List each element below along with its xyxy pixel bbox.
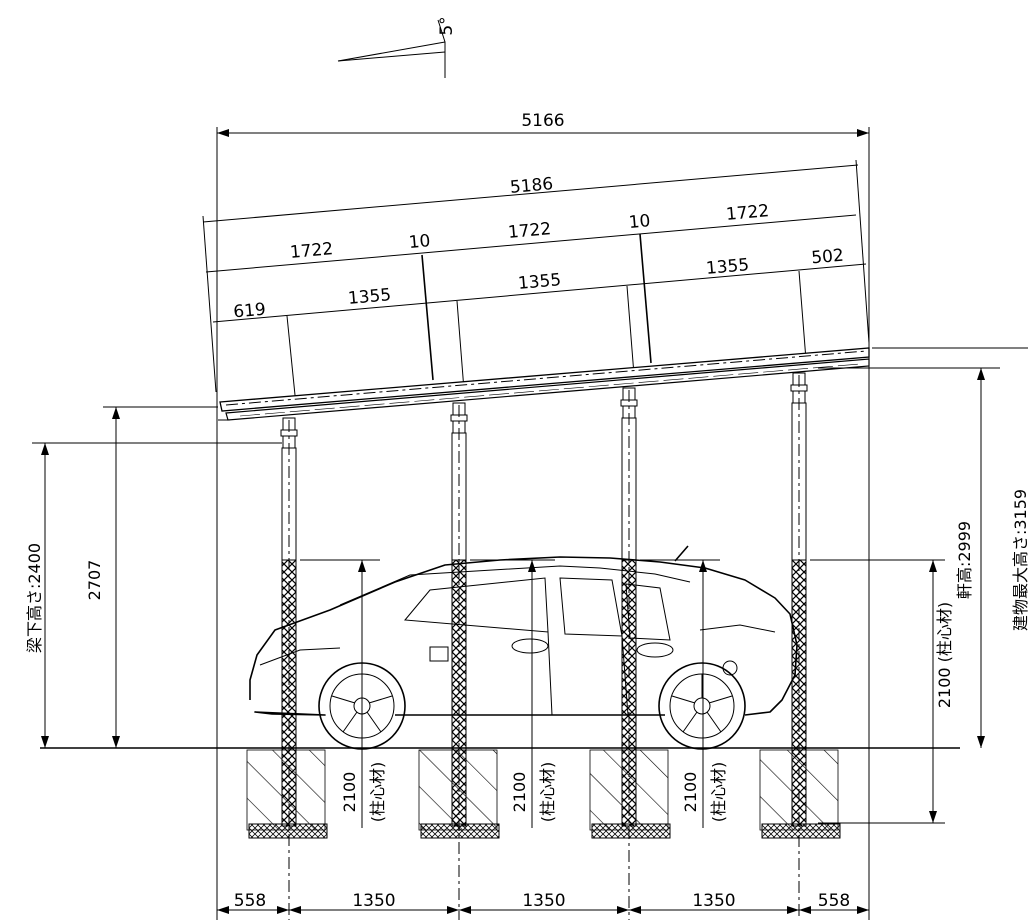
panel-span-2: 1722 bbox=[507, 219, 552, 243]
left-height-dimensions: 2707 梁下高さ:2400 bbox=[25, 406, 282, 748]
roof-length-label: 5186 bbox=[509, 174, 554, 198]
overall-width-label: 5166 bbox=[521, 111, 564, 131]
panel-gap-2: 10 bbox=[628, 211, 651, 233]
roof-angle-indicator: 5° bbox=[337, 16, 457, 78]
rafter-span-1: 619 bbox=[233, 300, 267, 323]
embed-depth-1-number: 2100 bbox=[340, 772, 359, 813]
right-height-dimensions: 軒高:2999 建物最大高さ:3159 2100 (柱心材) bbox=[810, 347, 1028, 824]
rafter-extension-lines bbox=[286, 233, 807, 406]
roof-panel bbox=[218, 347, 870, 421]
base-span-5: 558 bbox=[818, 891, 850, 911]
panel-span-1: 1722 bbox=[289, 239, 334, 263]
embed-length-label: 2100 (柱心材) bbox=[935, 602, 954, 708]
panel-span-3: 1722 bbox=[725, 201, 770, 225]
rafter-span-dimensions: 619 1355 1355 1355 502 bbox=[212, 246, 867, 323]
embed-depth-1-note: (柱心材) bbox=[368, 762, 387, 823]
rafter-span-5: 502 bbox=[811, 246, 845, 269]
posts bbox=[280, 372, 808, 920]
base-span-dimensions: 558 1350 1350 1350 558 bbox=[217, 891, 869, 914]
eave-height-label: 軒高:2999 bbox=[955, 521, 974, 599]
base-span-3: 1350 bbox=[522, 891, 565, 911]
beam-clearance-label: 梁下高さ:2400 bbox=[25, 543, 44, 653]
car-outline bbox=[249, 545, 798, 750]
rafter-span-3: 1355 bbox=[517, 270, 562, 294]
panel-gap-1: 10 bbox=[408, 231, 431, 253]
base-span-1: 558 bbox=[234, 891, 266, 911]
rafter-span-2: 1355 bbox=[347, 285, 392, 309]
embed-depth-3-number: 2100 bbox=[681, 772, 700, 813]
rafter-span-4: 1355 bbox=[705, 255, 750, 279]
roof-length-dimension: 5186 bbox=[202, 159, 870, 393]
embed-depth-2-number: 2100 bbox=[510, 772, 529, 813]
max-height-label: 建物最大高さ:3159 bbox=[1011, 489, 1028, 631]
overall-width-dimension: 5166 bbox=[216, 111, 870, 920]
roof-angle-label: 5° bbox=[437, 16, 457, 35]
base-span-2: 1350 bbox=[352, 891, 395, 911]
embed-depth-2-note: (柱心材) bbox=[538, 762, 557, 823]
embed-depth-dimensions: 2100 (柱心材) 2100 (柱心材) 2100 (柱心材) bbox=[300, 559, 728, 828]
base-span-4: 1350 bbox=[692, 891, 735, 911]
panel-span-dimensions: 1722 10 1722 10 1722 bbox=[205, 201, 857, 273]
embed-depth-3-note: (柱心材) bbox=[709, 762, 728, 823]
roof-front-height-label: 2707 bbox=[85, 560, 104, 601]
